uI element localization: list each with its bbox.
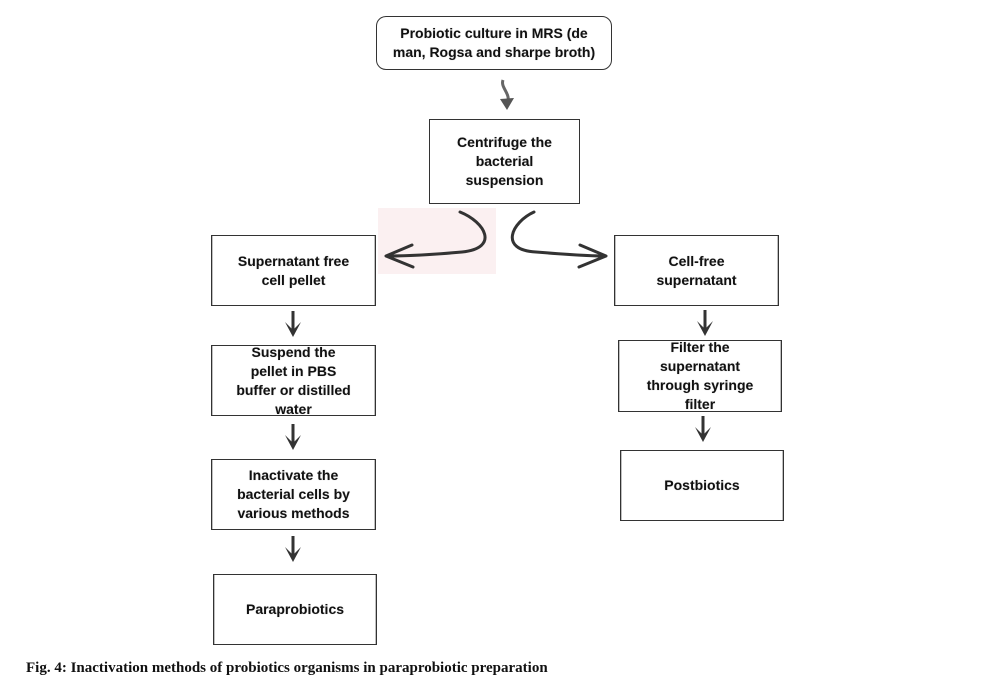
node-paraprobiotics-label: Paraprobiotics (245, 601, 345, 617)
arrow-inactivate-to-paraprobiotics (285, 536, 301, 562)
arrow-filter-to-postbiotics (695, 416, 711, 442)
arrow-pellet-to-suspend (285, 311, 301, 337)
node-inactivate-label: Inactivate the bacterial cells by variou… (237, 467, 350, 521)
node-supernatant: Cell-free supernatant (614, 235, 779, 306)
arrow-centrifuge-to-supernatant (511, 210, 606, 258)
node-suspend: Suspend the pellet in PBS buffer or dist… (211, 343, 376, 417)
node-suspend-label: Suspend the pellet in PBS buffer or dist… (236, 343, 351, 417)
node-pellet: Supernatant free cell pellet (211, 235, 376, 306)
arrowhead-start-to-centrifuge (500, 98, 514, 110)
arrow-centrifuge-to-pellet (386, 210, 487, 258)
node-filter-label: Filter the supernatant through syringe f… (646, 339, 754, 412)
node-pellet-label: Supernatant free cell pellet (237, 252, 350, 288)
arrow-suspend-to-inactivate (285, 424, 301, 450)
node-postbiotics-label: Postbiotics (664, 477, 740, 493)
curve-highlight (378, 208, 496, 274)
node-inactivate: Inactivate the bacterial cells by variou… (211, 459, 376, 530)
arrowhead-centrifuge-to-supernatant (577, 243, 608, 269)
node-centrifuge: Centrifuge the bacterial suspension (429, 119, 580, 204)
figure-caption: Fig. 4: Inactivation methods of probioti… (26, 660, 548, 676)
node-start: Probiotic culture in MRS (de man, Rogsa … (376, 16, 612, 70)
node-supernatant-label: Cell-free supernatant (656, 252, 737, 288)
arrow-supernatant-to-filter (697, 310, 713, 336)
node-centrifuge-label: Centrifuge the bacterial suspension (457, 134, 552, 188)
node-start-label: Probiotic culture in MRS (de man, Rogsa … (392, 25, 596, 60)
arrowhead-centrifuge-to-pellet (384, 243, 415, 269)
node-paraprobiotics: Paraprobiotics (213, 574, 377, 645)
node-filter: Filter the supernatant through syringe f… (618, 339, 782, 412)
node-postbiotics: Postbiotics (620, 450, 784, 521)
